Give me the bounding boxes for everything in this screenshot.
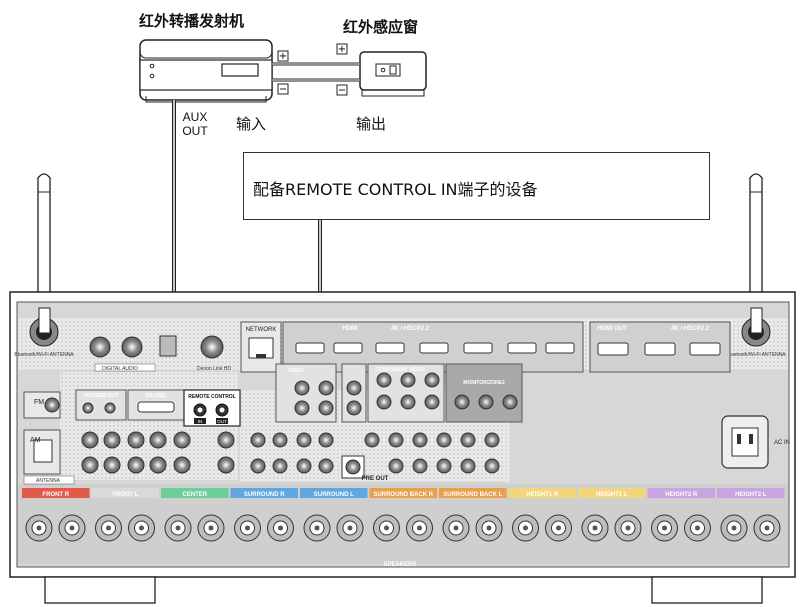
sensor-wires [272,62,360,82]
am-label: AM [30,437,41,444]
speaker-band-6 [439,488,507,498]
speaker-post-hole-1-1 [139,525,144,531]
speaker-band-5 [369,488,437,498]
component-video-label: COMPONENT VIDEO [375,367,425,373]
antenna-right-label: Bluetooth/Wi-Fi ANTENNA [726,352,786,358]
trigger-rs232 [75,389,185,421]
speaker-post-hole-2-0 [175,525,181,531]
ir-sensor: + [336,43,427,97]
device-box-label: 配备REMOTE CONTROL IN端子的设备 [253,180,538,199]
hdmi-out-label: HDMI OUT [597,326,627,332]
pre-out-label: PRE OUT [362,476,389,482]
video-component-jacks [275,363,523,423]
plus-marker: + [279,51,287,62]
remote-control-label: REMOTE CONTROL [188,394,236,400]
denon-link-label: Denon Link HD [197,366,231,372]
speaker-terminals: FRONT R FRONT L CENTER SURROUND R SURROUND L… [22,488,785,542]
antenna-left-label: Bluetooth/Wi-Fi ANTENNA [14,352,74,358]
speaker-post-hole-10-1 [764,525,770,531]
video-label: VIDEO [288,368,304,374]
speaker-post-hole-8-0 [592,525,598,531]
output-label: 输出 [356,115,387,133]
ir-blaster-label: 红外转播发射机 [139,12,245,30]
digital-audio-label: DIGITAL AUDIO [102,366,138,372]
speaker-post-hole-6-1 [486,525,492,531]
speaker-label-9: HEIGHT2 R [665,492,698,498]
speaker-post-hole-5-1 [417,525,422,531]
speaker-post-hole-9-1 [695,525,700,531]
speaker-band-1 [91,488,159,498]
speaker-band-9 [647,488,715,498]
speaker-label-8: HEIGHT1 L [596,492,628,498]
speaker-label-2: CENTER [182,492,207,498]
speaker-band-8 [578,488,646,498]
rs232c-label: RS-232C [146,393,167,399]
ir-sensor-label: 红外感应窗 [343,18,419,36]
speaker-label-5: SURROUND BACK R [373,492,433,498]
fm-am-terminals [23,391,75,485]
speaker-post-hole-7-0 [523,525,528,531]
hdmi-out-hdcp-label: 4K / HDCP2.2 [671,326,710,332]
speaker-post-hole-3-1 [278,525,283,531]
ac-in-label: AC IN [774,440,790,446]
speaker-post-hole-9-0 [662,525,667,531]
pre-out-jacks [250,432,500,479]
speaker-band-0 [22,488,90,498]
speaker-post-hole-5-0 [384,525,389,531]
speaker-post-hole-4-1 [347,525,353,531]
speaker-post-hole-8-1 [625,525,631,531]
ir-blaster: + [139,39,289,103]
speaker-label-6: SURROUND BACK L [443,492,502,498]
network-port [240,321,282,373]
hdmi-in-label: HDMI [342,326,358,332]
aux-out-label: AUX OUT [182,110,208,138]
antenna-label: ANTENNA [36,478,61,484]
speaker-post-hole-4-0 [314,525,320,531]
speakers-label: SPEAKERS [383,562,416,568]
speaker-post-hole-2-1 [208,525,214,531]
speaker-post-hole-0-1 [69,525,75,531]
svg-text:+: + [338,44,346,55]
speaker-label-7: HEIGHT1 R [526,492,559,498]
speaker-band-2 [161,488,229,498]
hdmi-section [282,321,731,373]
digital-audio-jacks [89,335,224,372]
speaker-post-hole-3-0 [245,525,250,531]
speaker-band-4 [300,488,368,498]
speaker-band-3 [230,488,298,498]
remote-in-label: IN [198,419,203,424]
speaker-post-hole-0-0 [36,525,42,531]
speaker-label-10: HEIGHT2 L [735,492,767,498]
ac-inlet [721,415,769,469]
trigger-out-label: TRIGGER OUT [84,393,119,399]
speaker-label-0: FRONT R [42,492,69,498]
remote-out-label: OUT [217,419,227,424]
speaker-post-hole-1-0 [106,525,111,531]
device-box [243,152,710,220]
remote-control-jacks [183,389,241,427]
speaker-post-hole-10-0 [731,525,737,531]
speaker-label-3: SURROUND R [244,492,285,498]
fm-label: FM [34,399,44,406]
monitor-zone2-label: MONITOR/ZONE2 [463,380,505,386]
network-label: NETWORK [246,327,277,333]
speaker-post-hole-6-0 [453,525,459,531]
speaker-label-4: SURROUND L [314,492,354,498]
input-label: 输入 [236,115,267,133]
analog-audio-jacks [81,431,235,474]
antenna-bases [29,307,771,347]
speaker-post-hole-7-1 [556,525,561,531]
speaker-band-7 [508,488,576,498]
speaker-label-1: FRONT L [112,492,138,498]
speaker-band-10 [717,488,785,498]
hdmi-label: 4K / HDCP2.2 [391,326,430,332]
